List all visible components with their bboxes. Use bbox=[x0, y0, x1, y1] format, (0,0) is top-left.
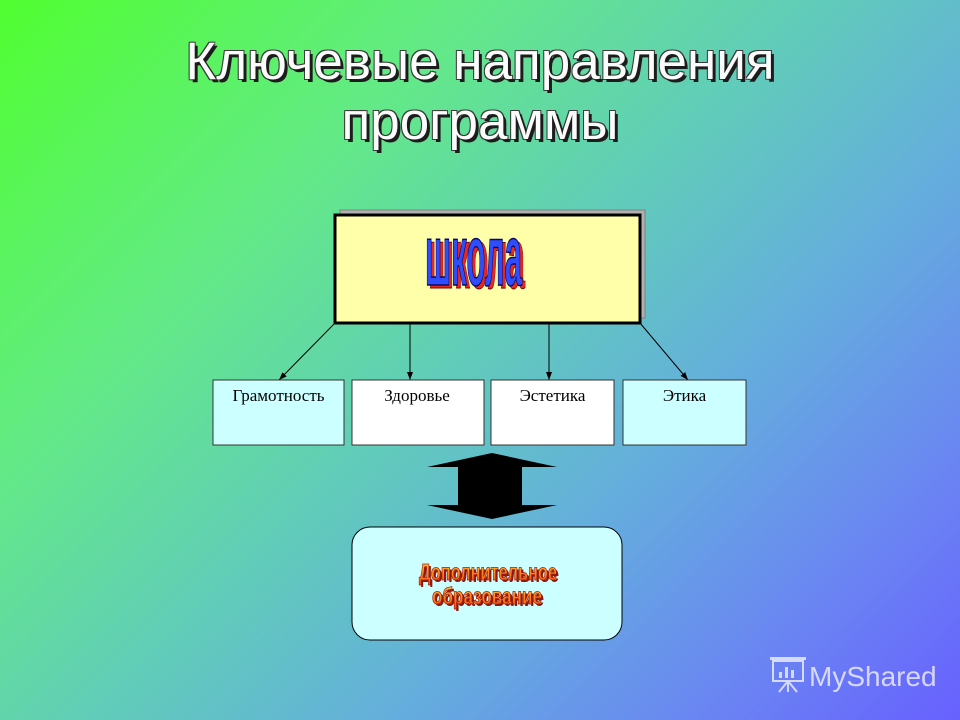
arrow-to-literacy bbox=[278, 322, 336, 381]
watermark-text: MyShared bbox=[809, 661, 937, 692]
slide-title-line-1: Ключевые направления bbox=[185, 32, 775, 91]
branch-label-ethics: Этика bbox=[663, 386, 707, 405]
slide-title: Ключевые направления программы bbox=[0, 32, 960, 152]
branch-box-literacy: Грамотность bbox=[212, 379, 345, 446]
branch-label-health: Здоровье bbox=[384, 386, 450, 405]
presentation-board-icon bbox=[770, 657, 806, 693]
double-arrow bbox=[427, 453, 557, 519]
branch-label-literacy: Грамотность bbox=[232, 386, 324, 405]
branch-box-frame bbox=[212, 379, 345, 446]
extra-education-line-2: образование bbox=[432, 583, 542, 609]
extra-education-box: Дополнительное Дополнительное образовани… bbox=[351, 526, 623, 641]
branch-box-health: Здоровье bbox=[351, 379, 485, 446]
arrow-to-ethics bbox=[639, 322, 689, 381]
extra-education-line-1-shadow: Дополнительное bbox=[421, 561, 559, 587]
school-label-shadow: школа bbox=[428, 211, 525, 307]
extra-education-box-frame bbox=[351, 526, 623, 641]
branch-box-frame bbox=[490, 379, 615, 446]
school-box-frame bbox=[333, 213, 642, 325]
slide-title-line-2: программы bbox=[341, 92, 619, 151]
branch-boxes: Грамотность Здоровье Эстетика Этика bbox=[212, 379, 747, 446]
branch-box-frame bbox=[351, 379, 485, 446]
branch-box-aesthetics: Эстетика bbox=[490, 379, 615, 446]
extra-education-line-1: Дополнительное bbox=[419, 559, 557, 585]
branch-label-aesthetics: Эстетика bbox=[520, 386, 586, 405]
watermark: MyShared bbox=[770, 657, 937, 693]
extra-education-line-2-shadow: образование bbox=[434, 585, 544, 611]
branch-box-ethics: Этика bbox=[622, 379, 747, 446]
school-label: школа bbox=[425, 208, 522, 304]
school-box: школа школа bbox=[333, 207, 646, 325]
branch-box-frame bbox=[622, 379, 747, 446]
connector-arrows bbox=[278, 322, 689, 381]
